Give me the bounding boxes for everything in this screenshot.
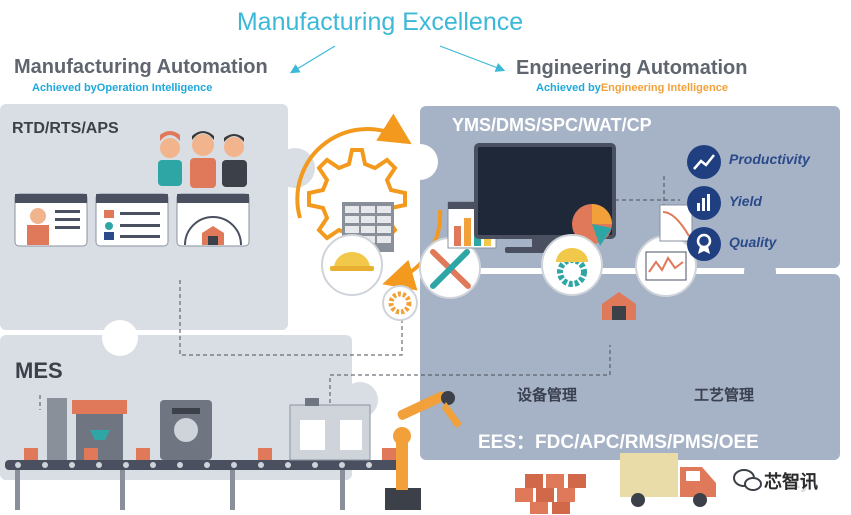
diagram-title: Manufacturing Excellence bbox=[236, 8, 524, 36]
yield-icon bbox=[687, 186, 721, 220]
mes-machine-3 bbox=[289, 398, 371, 461]
ees-panel bbox=[420, 256, 840, 460]
watermark-ghost-text: ty bbox=[794, 472, 811, 492]
wrench-icon bbox=[419, 237, 481, 299]
process-management-label: 工艺管理 bbox=[694, 387, 755, 404]
mes-machine-1 bbox=[47, 398, 127, 460]
factory-icon bbox=[602, 292, 636, 320]
watermark: 芯智讯 bbox=[764, 472, 818, 492]
rtd-label: RTD/RTS/APS bbox=[12, 120, 119, 137]
productivity-icon bbox=[687, 145, 721, 179]
mes-label: MES bbox=[15, 358, 63, 383]
wechat-icon bbox=[733, 469, 762, 491]
ees-label: EES：FDC/APC/RMS/PMS/OEE bbox=[478, 432, 759, 453]
conveyor-icon bbox=[5, 460, 400, 510]
kpi-productivity: Productivity bbox=[729, 151, 810, 167]
cycle-arrow-top bbox=[295, 113, 412, 219]
engineering-automation-subheading: Achieved byEngineering Intelligence bbox=[536, 82, 728, 94]
pie-chart-icon bbox=[572, 204, 612, 246]
yms-label: YMS/DMS/SPC/WAT/CP bbox=[452, 115, 652, 135]
kpi-yield: Yield bbox=[729, 193, 762, 209]
manufacturing-automation-heading: Manufacturing Automation bbox=[14, 56, 268, 78]
equipment-management-label: 设备管理 bbox=[517, 387, 578, 404]
mes-boxes bbox=[24, 448, 396, 460]
eng-gear-badge bbox=[541, 234, 603, 296]
engineering-automation-heading: Engineering Automation bbox=[516, 57, 748, 79]
title-arrow-left bbox=[289, 45, 336, 74]
product-boxes bbox=[515, 474, 586, 514]
warehouse-card bbox=[176, 193, 250, 247]
hardhat-icon bbox=[321, 234, 383, 296]
kpi-quality: Quality bbox=[729, 234, 777, 250]
quality-icon bbox=[687, 227, 721, 261]
small-gear-icon bbox=[382, 285, 418, 321]
title-arrow-right bbox=[439, 45, 506, 72]
operator-card bbox=[14, 193, 88, 247]
mes-machine-2 bbox=[160, 400, 212, 460]
subheading-prefix: Achieved by bbox=[536, 82, 601, 94]
schedule-card bbox=[95, 193, 169, 247]
truck-icon bbox=[620, 453, 716, 507]
people-icon bbox=[158, 131, 247, 188]
trend-chart-icon bbox=[635, 235, 697, 297]
robot-arm-icon bbox=[385, 391, 462, 510]
subheading-highlight: Engineering Intelligence bbox=[600, 82, 728, 94]
manufacturing-automation-subheading: Achieved byOperation Intelligence bbox=[32, 82, 213, 94]
declining-chart-card bbox=[659, 204, 693, 242]
